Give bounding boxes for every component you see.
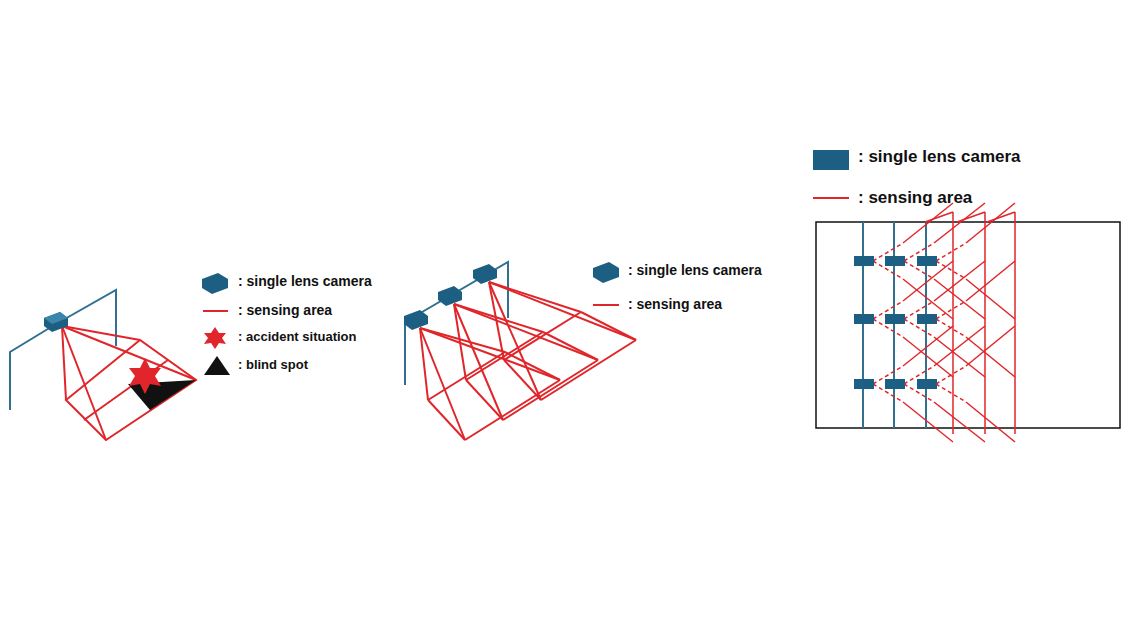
sensing-line <box>936 243 966 261</box>
camera-icon <box>885 379 905 389</box>
figure-three-cameras <box>404 262 636 440</box>
sensing-line <box>454 304 466 380</box>
sensing-line <box>1014 212 1016 434</box>
camera-icon <box>854 379 874 389</box>
legend-text: : sensing area <box>238 303 332 318</box>
camera-icon <box>854 256 874 266</box>
sensing-line <box>505 352 560 380</box>
figure-camera-grid <box>816 203 1120 442</box>
sensing-line <box>984 212 986 434</box>
legend-text: : accident situation <box>238 330 356 344</box>
sensing-line <box>504 360 541 400</box>
sensing-line <box>466 332 543 380</box>
camera-icon <box>885 256 905 266</box>
sensing-line <box>420 328 560 380</box>
sensing-line <box>966 326 1015 366</box>
sensing-line <box>903 203 953 243</box>
sensing-line <box>903 402 953 442</box>
sensing-line <box>504 312 581 360</box>
legend-text: : single lens camera <box>628 263 762 278</box>
camera-icon <box>917 314 937 324</box>
sensing-line <box>936 384 966 402</box>
sensing-line <box>428 352 505 400</box>
camera-icon <box>885 314 905 324</box>
sensing-line <box>465 380 560 440</box>
camera-icon <box>917 379 937 389</box>
sensing-line <box>903 261 953 301</box>
sensing-line <box>966 279 1015 319</box>
sensing-line <box>420 328 505 352</box>
sensing-line <box>966 402 1015 442</box>
legend-text: : sensing area <box>628 297 722 312</box>
sensing-line <box>503 360 598 420</box>
sensing-line <box>934 402 985 442</box>
legend-text: : blind spot <box>238 358 308 372</box>
sensing-line <box>489 282 504 360</box>
sensing-line <box>903 279 953 319</box>
sensing-line <box>934 279 985 319</box>
sensing-line <box>966 261 1015 301</box>
legend-icons <box>202 150 849 375</box>
camera-icon <box>854 314 874 324</box>
sensing-line <box>934 203 985 243</box>
sensing-line <box>489 282 581 312</box>
sensing-line <box>936 319 966 337</box>
sensing-line <box>936 301 966 319</box>
sensing-line <box>966 337 1015 377</box>
legend-text: : single lens camera <box>858 148 1021 167</box>
sensing-line <box>952 212 954 434</box>
sensing-line <box>543 332 598 360</box>
sensing-line <box>934 261 985 301</box>
sensing-line <box>454 304 598 360</box>
sensing-line <box>581 312 636 340</box>
sensing-line <box>936 261 966 279</box>
sensing-line <box>420 328 465 440</box>
figure-single-camera <box>10 290 196 440</box>
sensing-line <box>428 400 465 440</box>
legend-text: : single lens camera <box>238 274 372 289</box>
sensing-line <box>489 282 636 340</box>
sensing-line <box>966 203 1015 243</box>
sensing-line <box>936 366 966 384</box>
camera-icon <box>917 256 937 266</box>
sensing-line <box>466 380 503 420</box>
legend-text: : sensing area <box>858 189 972 208</box>
sensing-line <box>541 340 636 400</box>
